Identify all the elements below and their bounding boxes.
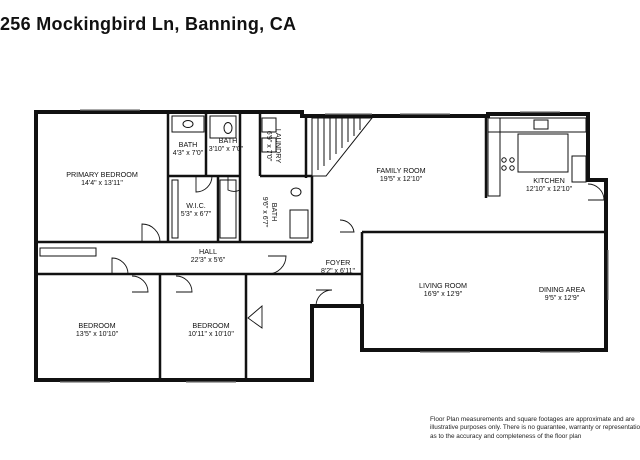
- room-name: W.I.C.: [186, 201, 206, 210]
- closet-shelf: [39, 247, 97, 257]
- room-name: PRIMARY BEDROOM: [66, 170, 138, 179]
- room-name: BATH: [219, 136, 238, 145]
- washer: [261, 117, 277, 133]
- vanity: [289, 209, 309, 239]
- room-dims: 9'6" x 6'7": [261, 197, 268, 228]
- closet-shelf: [171, 179, 179, 239]
- interior-walls: [36, 112, 606, 380]
- door-swing: [227, 176, 241, 192]
- room-dims: 19'5" x 12'10": [380, 176, 423, 183]
- room-dims: 4'3" x 7'0": [173, 150, 204, 157]
- door-swing: [141, 223, 161, 243]
- door-swing: [195, 175, 213, 193]
- disclaimer: Floor Plan measurements and square foota…: [430, 416, 640, 441]
- room-dims: 5'3" x 6'7": [181, 211, 212, 218]
- exterior-wall-outline: [34, 110, 608, 382]
- door-swing: [111, 257, 129, 275]
- stove-burner: [501, 165, 507, 171]
- sink: [182, 120, 194, 128]
- windows: [60, 109, 609, 383]
- door-swing: [267, 255, 287, 275]
- room-dims: 8'2" x 6'11": [321, 268, 355, 275]
- door-swing: [315, 289, 333, 307]
- disclaimer-line: as to the accuracy and completeness of t…: [430, 432, 582, 440]
- stairs: [311, 117, 374, 177]
- room-name: BATH: [179, 140, 198, 149]
- room-dims: 10'11" x 10'10": [188, 331, 234, 338]
- kitchen-counters: [487, 117, 587, 197]
- dryer: [261, 137, 277, 153]
- room-dims: 22'3" x 5'6": [191, 257, 226, 264]
- room-name: BEDROOM: [78, 321, 115, 330]
- stove-burner: [501, 157, 507, 163]
- room-name: DINING AREA: [539, 285, 586, 294]
- door-swing: [339, 219, 355, 233]
- room-name: KITCHEN: [533, 176, 565, 185]
- counter: [487, 117, 501, 197]
- room-name: FAMILY ROOM: [376, 166, 425, 175]
- counter: [571, 155, 587, 183]
- page-title: 256 Mockingbird Ln, Banning, CA: [0, 14, 297, 34]
- stair-outline: [311, 117, 374, 177]
- room-name: LIVING ROOM: [419, 281, 467, 290]
- exterior-walls: [34, 110, 608, 382]
- room-name: FOYER: [326, 258, 351, 267]
- door-swing: [587, 183, 605, 201]
- stove-burner: [509, 157, 515, 163]
- room-dims: 16'9" x 12'9": [424, 291, 463, 298]
- room-dims: 14'4" x 13'11": [81, 180, 123, 187]
- shower: [209, 115, 237, 139]
- room-dims: 9'5" x 12'9": [545, 295, 580, 302]
- doors: [111, 175, 605, 329]
- toilet: [223, 122, 233, 134]
- toilet: [290, 187, 302, 197]
- stove-burner: [509, 165, 515, 171]
- room-dims: 6'9" x 7'0": [265, 131, 272, 162]
- door-swing: [131, 275, 149, 293]
- room-dims: 3'10" x 7'0": [209, 146, 244, 153]
- room-labels: PRIMARY BEDROOM 14'4" x 13'11" BATH 4'3"…: [66, 129, 585, 338]
- room-name: BATH: [270, 203, 279, 222]
- vanity: [171, 115, 205, 133]
- door-swing: [175, 275, 193, 293]
- disclaimer-line: Floor Plan measurements and square foota…: [430, 416, 635, 423]
- room-dims: 12'10" x 12'10": [526, 186, 573, 193]
- room-dims: 13'5" x 10'10": [76, 331, 119, 338]
- kitchen-island: [517, 133, 569, 173]
- door-swing: [247, 305, 263, 329]
- sink: [533, 119, 549, 130]
- room-name: LAUNDRY: [274, 129, 283, 163]
- disclaimer-line: illustrative purposes only. There is no …: [430, 424, 640, 432]
- room-name: BEDROOM: [192, 321, 229, 330]
- room-name: HALL: [199, 247, 217, 256]
